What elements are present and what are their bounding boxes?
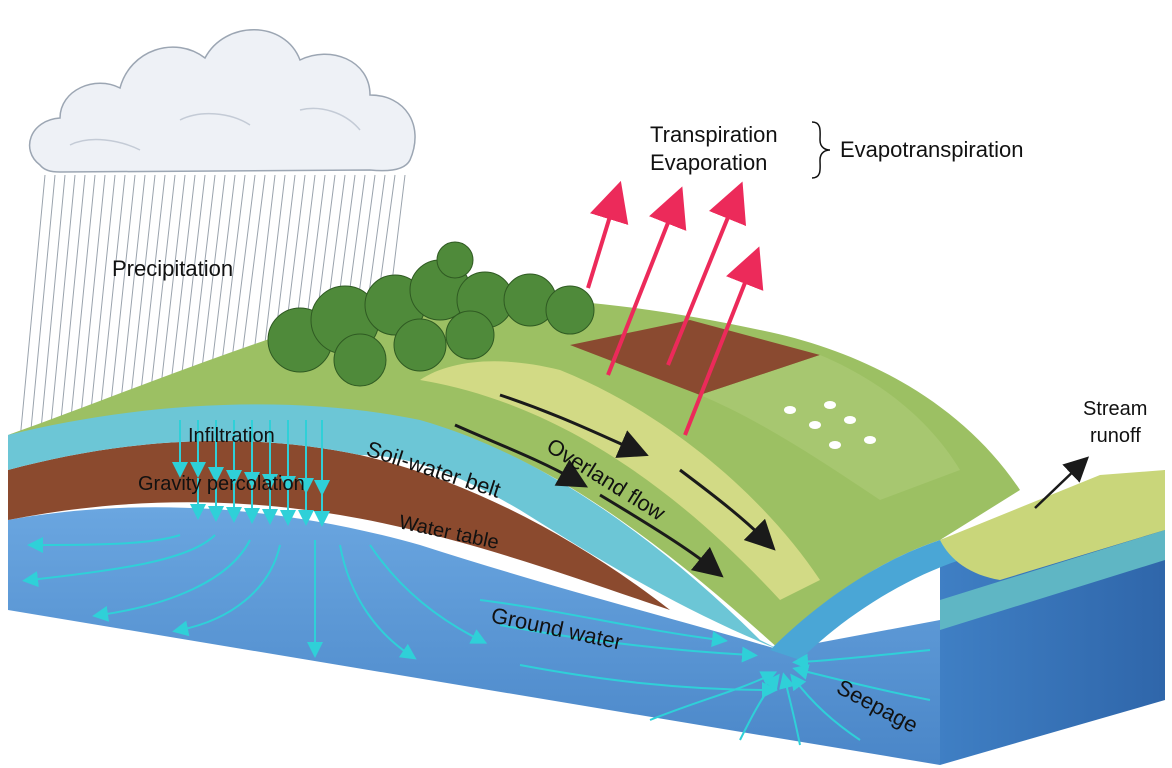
- stream-runoff-arrow: [1034, 456, 1090, 509]
- soil-water-belt: [8, 398, 780, 650]
- label-gravity-percolation: Gravity percolation: [138, 473, 305, 495]
- sheep: [784, 401, 876, 449]
- label-stream: Stream: [1083, 398, 1147, 420]
- label-precipitation: Precipitation: [112, 256, 233, 281]
- label-evaporation: Evaporation: [650, 150, 767, 175]
- brace: [811, 121, 831, 179]
- label-evapotranspiration: Evapotranspiration: [840, 137, 1023, 162]
- plowed-field: [570, 320, 820, 395]
- label-runoff: runoff: [1090, 425, 1141, 447]
- cloud: [29, 29, 416, 173]
- label-infiltration: Infiltration: [188, 425, 275, 447]
- label-transpiration: Transpiration: [650, 122, 778, 147]
- groundwater-flow-arrows: [22, 534, 931, 746]
- evapotranspiration-arrows: [586, 180, 764, 436]
- infiltration-arrows: [172, 420, 330, 527]
- rain: [19, 174, 406, 441]
- overland-flow-arrows: [454, 393, 776, 578]
- brown-layer: [8, 440, 670, 610]
- trees: [267, 241, 595, 387]
